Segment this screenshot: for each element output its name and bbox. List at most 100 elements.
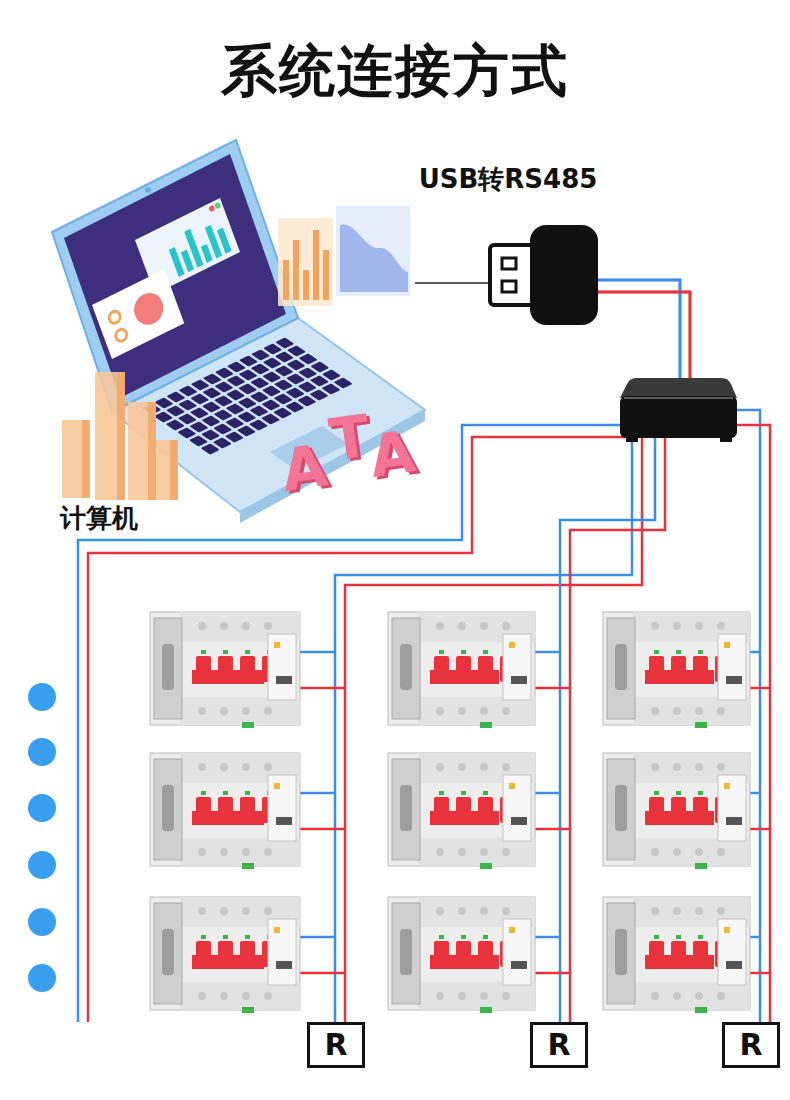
float-panel [278,218,333,306]
breaker-screw [220,848,228,856]
breaker-stub-blue [300,651,335,654]
breaker-screw [458,848,466,856]
bar [217,227,232,253]
breaker-handle-slot [162,644,174,690]
breaker-screw [651,763,659,771]
breaker-screw [242,848,250,856]
breaker-screw [458,707,466,715]
key [309,389,328,400]
breaker-toggle-mark [439,791,444,795]
key [263,357,282,368]
circuit-breaker [150,753,345,869]
key [274,393,293,404]
key [261,413,280,424]
key [239,369,258,380]
breaker-stub-blue [535,936,560,939]
circuit-breaker [603,753,770,869]
breaker-led [274,783,280,789]
key [177,427,196,438]
breaker-screw [673,622,681,630]
breaker-module [503,919,531,985]
float-bar [323,250,329,300]
breaker-screw [198,707,206,715]
computer-node: 计算机 [30,140,415,500]
breaker-toggle-mark [698,650,703,654]
breaker-stub-blue [750,651,760,654]
breaker-port [511,676,527,684]
breaker-toggle-mark [439,935,444,939]
float-panel [336,206,410,296]
breaker-body [150,897,300,1010]
key [237,411,256,422]
breaker-screw [502,622,510,630]
breaker-screw [651,848,659,856]
breaker-screw [220,907,228,915]
key [251,349,270,360]
breaker-screw [673,707,681,715]
breaker-screw [673,992,681,1000]
breaker-screw [436,907,444,915]
breaker-screw [695,992,703,1000]
key [202,415,221,426]
key [190,393,209,404]
breaker-toggle [649,941,664,967]
breaker-handle-block [154,903,182,1004]
breaker-handle-block [607,903,635,1004]
laptop-illustration [52,140,425,523]
breaker-screw [502,992,510,1000]
orange-bar [62,420,90,498]
breaker-screw [242,992,250,1000]
breaker-module [268,775,296,841]
breaker-screw [264,707,272,715]
usb-cable [415,283,488,284]
ring [114,327,128,343]
breaker-toggle [196,797,211,823]
plug-end [490,245,536,305]
key [298,381,317,392]
breaker-screw [242,907,250,915]
hub-body [620,396,737,438]
wire-path [598,280,760,1022]
breaker-body [388,753,535,866]
breaker-screw [717,992,725,1000]
breaker-screw [198,848,206,856]
breaker-screw [264,763,272,771]
din-clip [695,1007,707,1013]
key [178,413,197,424]
ring [108,309,122,325]
plug-pin [502,281,516,292]
breaker-stub-blue [300,936,335,939]
pie-window [92,269,184,359]
window-dot [208,204,215,212]
breaker-stub-blue [535,651,560,654]
breaker-screw [673,848,681,856]
screen-frame [52,140,298,412]
breaker-screw [198,622,206,630]
key [274,365,293,376]
breaker-screw [264,907,272,915]
circuit-breaker [603,897,770,1013]
breaker-screw [436,763,444,771]
breaker-module [718,634,746,700]
breaker-screw [264,848,272,856]
key [189,421,208,432]
key [322,383,341,394]
breaker-screw [480,763,488,771]
breaker-toggle-mark [201,650,206,654]
float-bar [293,240,299,300]
window [92,269,184,359]
din-clip [480,1007,492,1013]
breaker-toggle [240,797,255,823]
breaker-led [509,927,515,933]
key [322,369,341,380]
terminator-box: R [722,1022,780,1068]
key [166,405,185,416]
float-wave [340,224,408,292]
key [203,373,222,384]
terminator-label: R [739,1027,762,1063]
breaker-port [726,817,742,825]
key [275,337,294,348]
breaker-port [726,676,742,684]
breaker-toggle [649,797,664,823]
breaker-screw [242,707,250,715]
